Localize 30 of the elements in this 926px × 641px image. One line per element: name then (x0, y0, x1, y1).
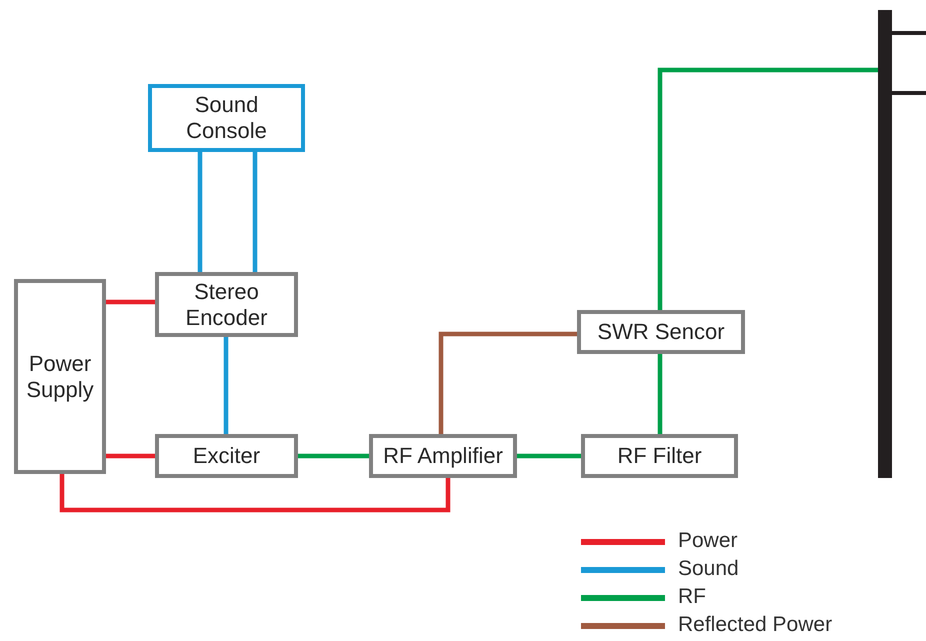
connector-line (438, 332, 577, 434)
connector-line (106, 454, 155, 458)
connector-line (298, 454, 369, 458)
connector-line (517, 454, 581, 458)
process-box (581, 434, 738, 478)
box-label: SWR Sencor (597, 319, 725, 345)
process-box (14, 279, 106, 474)
box-label: Exciter (192, 443, 260, 469)
process-box (148, 84, 305, 152)
connector-line (658, 354, 662, 434)
process-box (155, 434, 298, 478)
connector-line (658, 68, 878, 310)
process-box (155, 272, 298, 337)
legend-label: Sound (678, 557, 739, 581)
box-label: RF Filter (617, 443, 702, 469)
antenna-mast-drawing (878, 10, 926, 478)
box-label: Power Supply (25, 350, 95, 402)
legend-label: RF (678, 585, 706, 609)
process-box (577, 310, 745, 354)
connector-line (198, 152, 202, 272)
connector-line (224, 337, 228, 434)
connector-line (252, 152, 258, 272)
box-label: Sound Console (185, 92, 268, 144)
legend-label: Reflected Power (678, 613, 832, 637)
connector-line (60, 474, 450, 512)
box-label: RF Amplifier (383, 443, 503, 469)
box-label: Stereo Encoder (184, 278, 268, 330)
legend-label: Power (678, 529, 738, 553)
process-box (369, 434, 517, 478)
connector-line (106, 300, 155, 304)
